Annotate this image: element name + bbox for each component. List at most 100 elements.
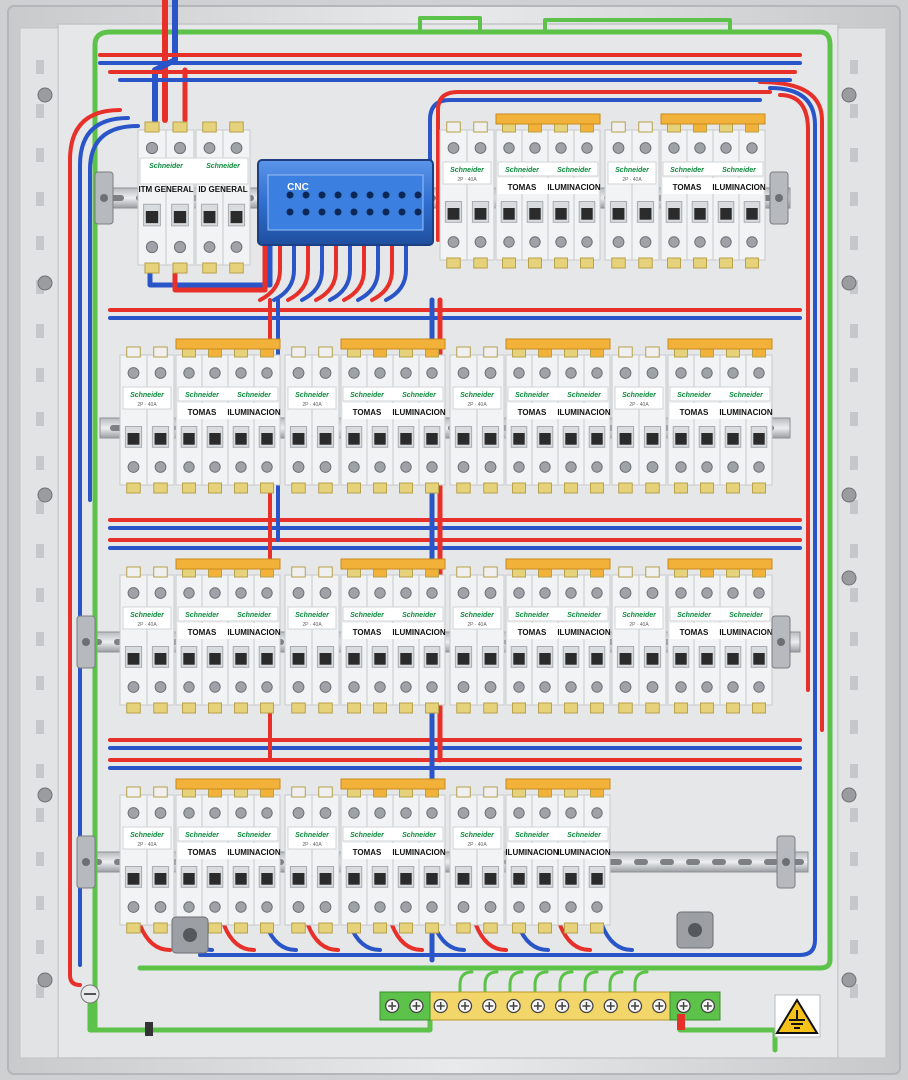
terminal-cap [700,482,714,494]
circuit-label-right: ILUMINACION [547,183,601,192]
bus-drop-wire [286,243,310,302]
terminal-cap [611,121,626,133]
terminal-cap [182,702,196,714]
circuit-label-right: ILUMINACION [712,183,766,192]
bottom-loop-wire [138,923,172,952]
terminal-cap [347,482,361,494]
earth-drop-wire [558,970,574,1002]
terminal-screw-icon [513,681,525,693]
terminal-cap [291,346,306,358]
terminal-screw-icon [319,901,332,913]
terminal-cap [373,922,387,934]
terminal-cap [153,346,168,358]
terminal-screw-icon [727,461,739,473]
terminal-cap [483,922,498,934]
upper-feed-wire [436,90,772,242]
breaker-brand-logo: Schneider [567,392,602,399]
terminal-screw-icon [319,587,332,599]
terminal-cap [700,702,714,714]
terminal-cap [638,257,653,269]
toggle-handle [539,653,551,665]
toggle-handle [675,653,687,665]
rcd-rating: 2P · 40A [629,402,649,408]
breaker-brand-logo: Schneider [729,612,764,619]
terminal-cap [456,702,471,714]
terminal-screw-icon [484,587,497,599]
terminal-screw-icon [154,461,167,473]
toggle-handle [235,653,247,665]
toggle-handle [183,653,195,665]
rcd-faceplate [452,606,502,630]
toggle-handle [235,433,247,445]
toggle-handle [183,433,195,445]
screw-icon [775,194,783,202]
terminal-screw-icon [348,587,360,599]
terminal-screw-icon [539,367,551,379]
rcd-brand-logo: Schneider [130,392,165,399]
terminal-screw-icon [154,367,167,379]
terminal-screw-icon [292,901,305,913]
earth-drop-wire [483,970,499,1002]
circuit-label-right: ILUMINACION [719,628,773,637]
breaker-brand-logo: Schneider [567,832,602,839]
terminal-screw-icon [400,807,412,819]
terminal-cap [512,482,526,494]
terminal-cap [719,257,733,269]
toggle-handle [154,653,167,665]
terminal-screw-icon [292,681,305,693]
terminal-screw-icon [484,681,497,693]
toggle-handle [513,873,525,885]
upper-feed-wire [428,98,762,232]
post-slot [36,500,44,514]
terminal-cap [645,566,660,578]
terminal-cap [347,702,361,714]
breaker-brand-strip [342,826,444,842]
breaker-brand-logo: Schneider [557,167,592,174]
rcd-rating: 2P · 40A [622,177,642,183]
bus-terminal-icon [366,208,374,216]
post-slot [850,60,858,74]
breaker-brand-strip [662,161,764,177]
toggle-handle [474,208,487,220]
toggle-handle [348,873,360,885]
terminal-screw-icon [183,367,195,379]
toggle-handle [426,653,438,665]
bus-terminal-icon [286,191,294,199]
toggle-handle [209,433,221,445]
terminal-screw-icon [209,367,221,379]
terminal-screw-icon [720,236,732,248]
post-slot [36,368,44,382]
terminal-screw-icon [400,681,412,693]
circuit-label-right: ILUMINACION [227,628,281,637]
toggle-handle [565,653,577,665]
terminal-cap [399,482,413,494]
terminal-screw-icon [319,461,332,473]
terminal-cap [153,566,168,578]
terminal-cap [144,121,160,133]
rcd-brand-logo: Schneider [295,392,330,399]
terminal-cap [456,482,471,494]
post-slot [850,192,858,206]
toggle-handle [173,211,187,224]
rcd-rating: 2P · 40A [137,402,157,408]
terminal-screw-icon [565,587,577,599]
terminal-screw-icon [675,461,687,473]
label-plate [508,843,608,859]
terminal-cap [590,702,604,714]
toggle-handle [581,208,593,220]
toggle-handle [457,433,470,445]
terminal-screw-icon [746,236,758,248]
terminal-screw-icon [646,587,659,599]
terminal-cap [645,702,660,714]
terminal-cap [229,262,244,274]
terminal-cap [726,482,740,494]
comb-busbar [495,113,601,125]
terminal-cap [208,482,222,494]
earth-wire [543,18,732,34]
screw-icon [82,638,90,646]
post-slot [36,456,44,470]
